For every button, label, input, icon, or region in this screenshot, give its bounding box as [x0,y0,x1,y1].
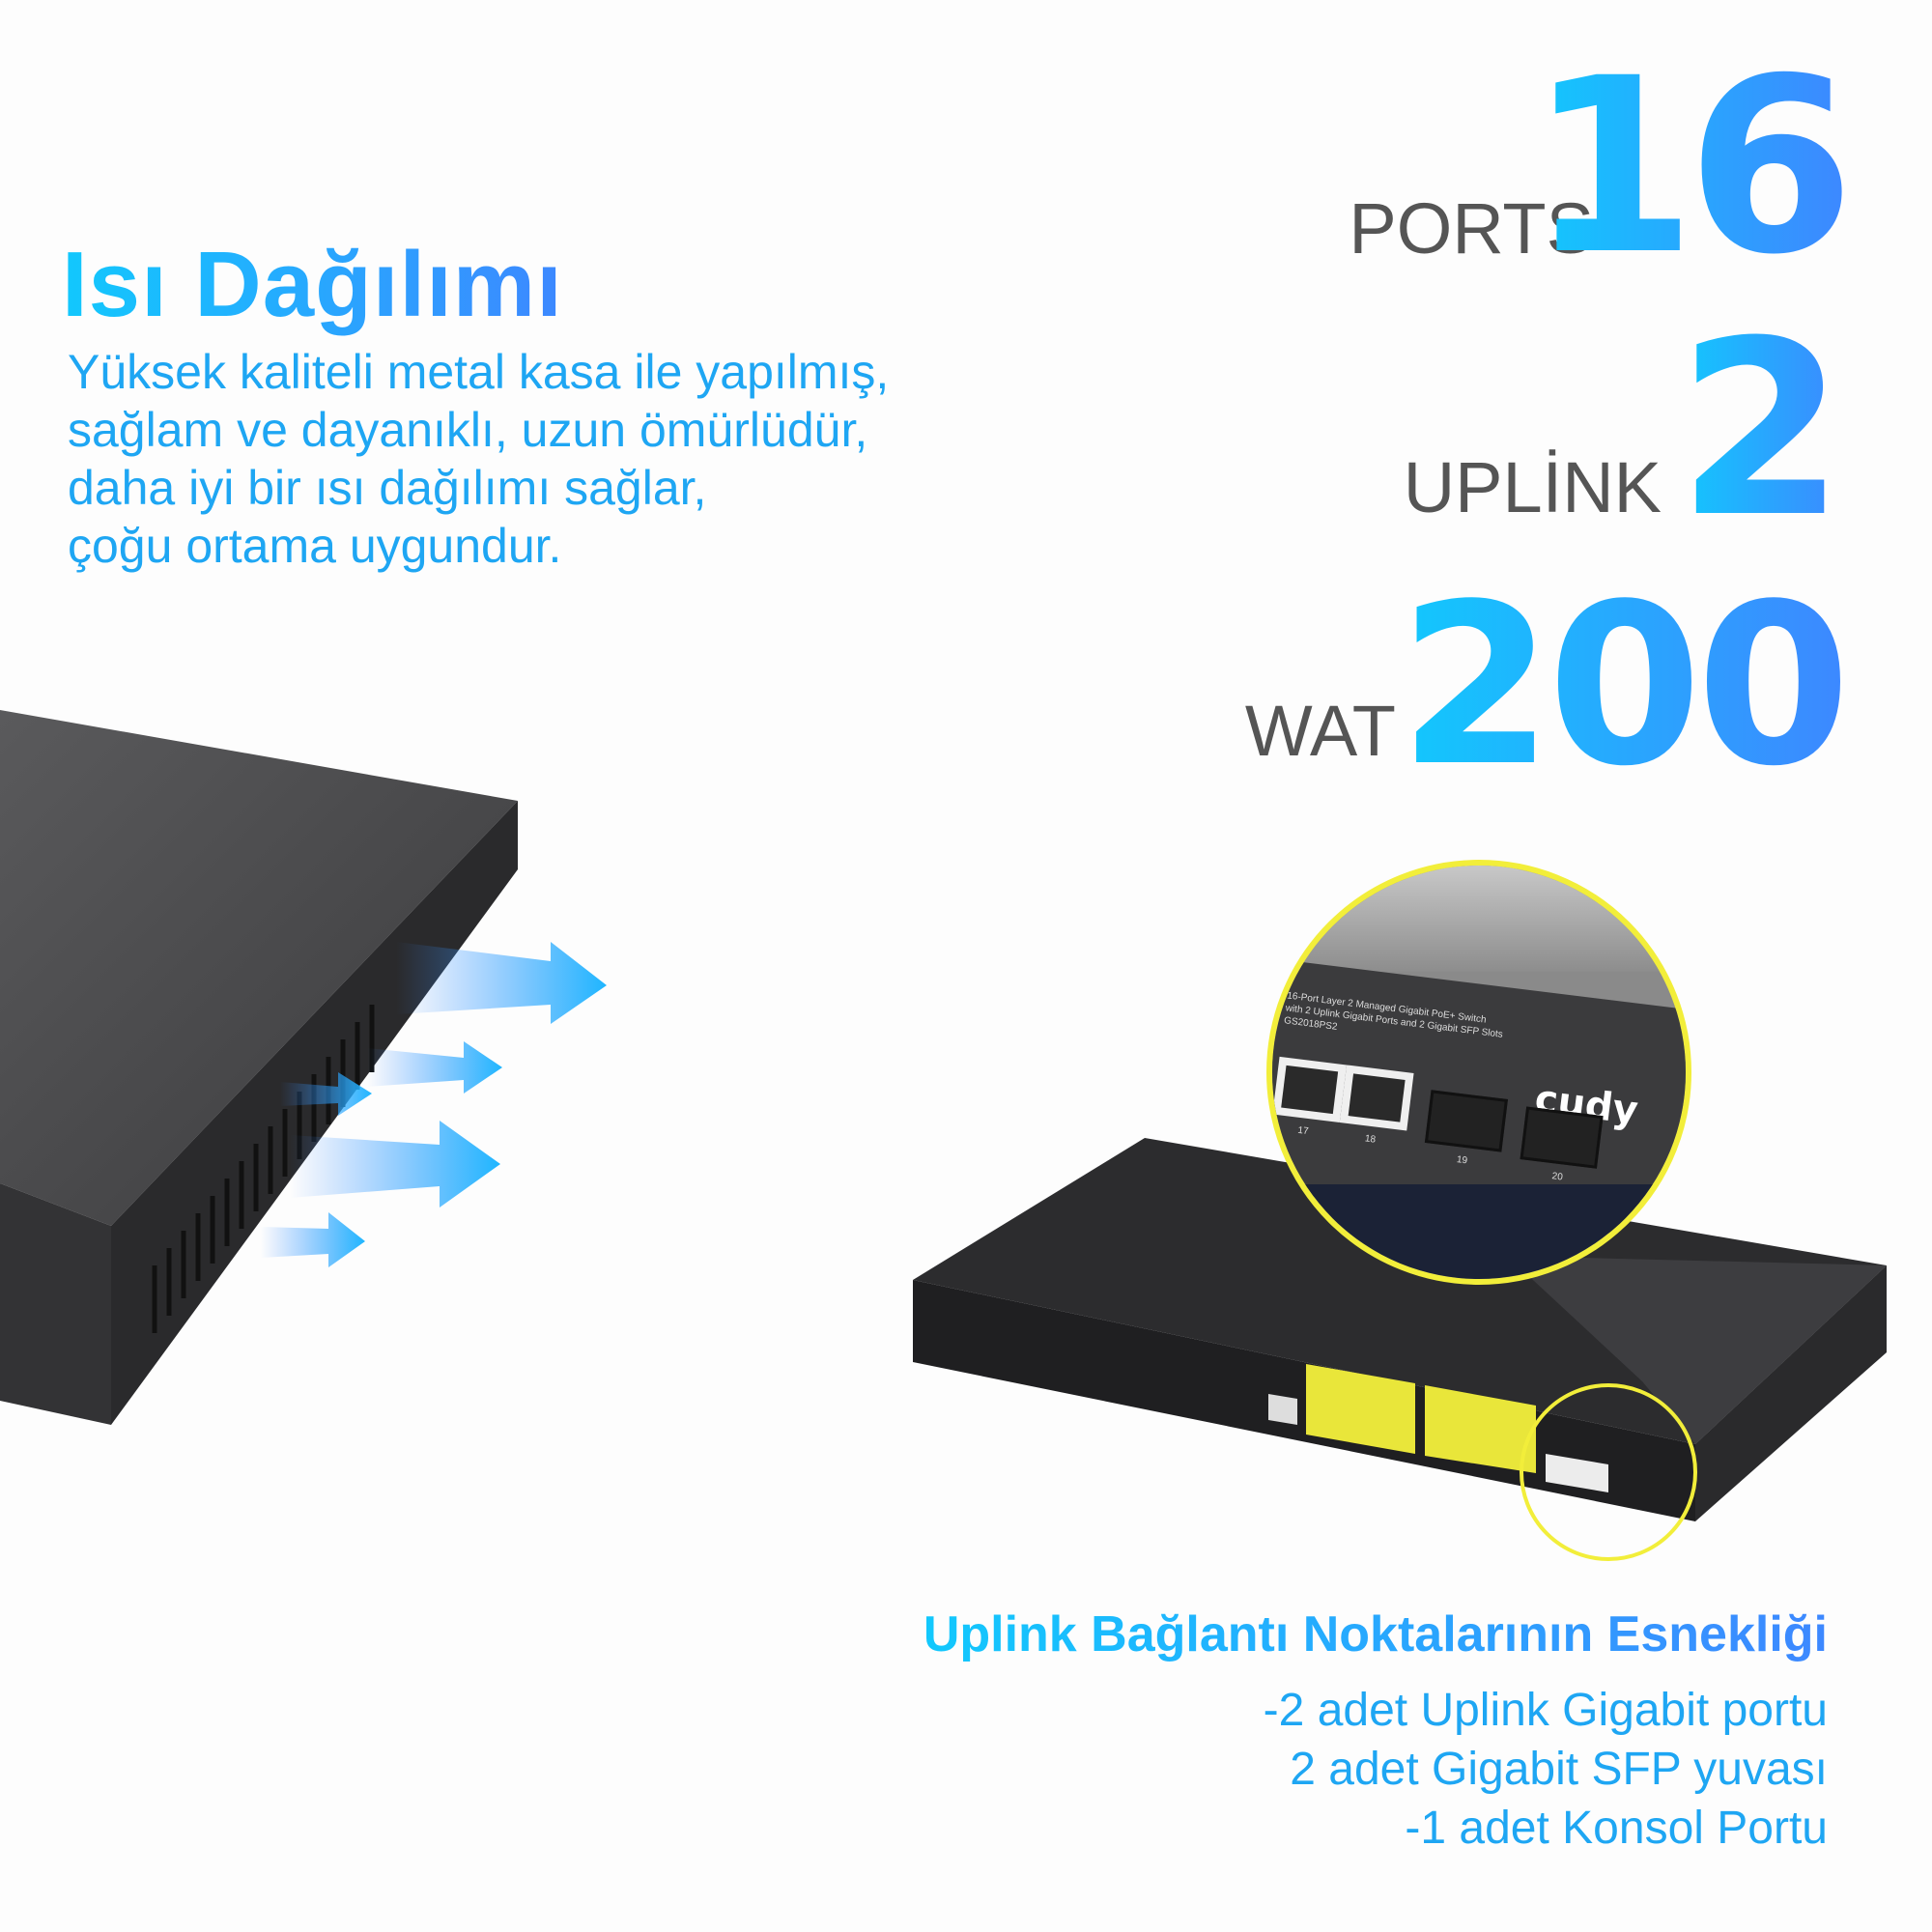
spec-uplink-label: UPLİNK [1403,447,1662,527]
port-number: 19 [1456,1154,1468,1167]
uplink-title: Uplink Bağlantı Noktalarının Esnekliği [923,1606,1828,1662]
uplink-line: -1 adet Konsol Portu [1405,1803,1828,1854]
port-number: 17 [1296,1124,1310,1138]
spec-watt-value: 200 [1398,557,1851,815]
uplink-line: -2 adet Uplink Gigabit portu [1263,1685,1828,1736]
uplink-zoom-callout: 16-Port Layer 2 Managed Gigabit PoE+ Swi… [1266,860,1691,1285]
heat-line: Yüksek kaliteli metal kasa ile yapılmış, [68,345,890,399]
panel-label: 16-Port Layer 2 Managed Gigabit PoE+ Swi… [1283,989,1505,1053]
heat-description: Yüksek kaliteli metal kasa ile yapılmış,… [68,343,889,575]
spec-uplink-value: 2 [1677,289,1845,570]
heat-line: sağlam ve dayanıklı, uzun ömürlüdür, [68,403,868,457]
airflow-arrow-icons [261,942,607,1267]
uplink-section: Uplink Bağlantı Noktalarının Esnekliği -… [923,1605,1828,1858]
right-switch-image [913,1138,1887,1561]
sfp-slot [1424,1090,1508,1152]
rj45-port [1272,1056,1348,1122]
heat-line: çoğu ortama uygundur. [68,519,562,573]
rj45-port [1339,1065,1414,1131]
port-number: 18 [1364,1133,1377,1146]
spec-ports-label: PORTS [1349,188,1594,269]
uplink-line: 2 adet Gigabit SFP yuvası [1290,1744,1828,1795]
spec-ports-value: 16 [1528,26,1855,307]
sfp-slot [1520,1106,1604,1169]
port-number: 20 [1550,1171,1564,1183]
heat-line: daha iyi bir ısı dağılımı sağlar, [68,461,707,515]
heat-title: Isı Dağılımı [62,233,563,336]
spec-watt-label: WAT [1244,691,1396,771]
